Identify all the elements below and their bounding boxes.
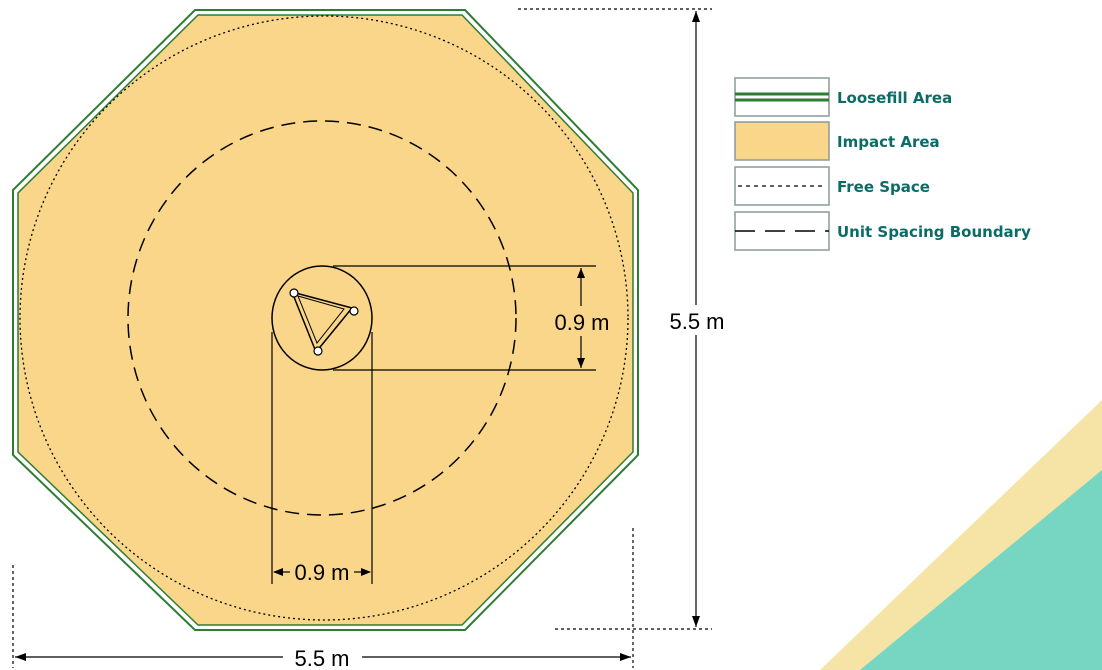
overall-width-arrowhead-right: [620, 653, 631, 661]
overall-height-arrowhead-top: [692, 11, 700, 22]
unit-height-arrowhead-top: [577, 268, 585, 278]
unit-width-arrowhead-left: [273, 568, 283, 576]
legend-label-impact: Impact Area: [837, 133, 940, 151]
legend-label-loosefill: Loosefill Area: [837, 89, 952, 107]
equipment-footprint: [271, 265, 373, 371]
unit-width-dimension: 0.9 m: [271, 332, 373, 585]
legend-swatch-loosefill: [734, 77, 830, 117]
overall-width-arrowhead-left: [15, 653, 26, 661]
unit-height-dimension: 0.9 m: [333, 265, 624, 371]
unit-height-arrowhead-bottom: [577, 358, 585, 368]
equipment-frame-inner: [297, 295, 345, 344]
legend-item-free-space: Free Space: [734, 166, 930, 206]
legend-item-loosefill: Loosefill Area: [734, 77, 952, 117]
legend-item-impact: Impact Area: [734, 121, 940, 161]
free-space-boundary: [19, 15, 629, 621]
legend-label-spacing: Unit Spacing Boundary: [837, 223, 1031, 241]
equipment-post-3: [313, 346, 323, 356]
overall-height-label-bg: [660, 305, 738, 335]
unit-height-label-bg: [540, 306, 624, 336]
overall-width-dimension: 5.5 m: [12, 528, 634, 670]
legend-swatch-impact: [734, 121, 830, 161]
overall-height-dimension: 5.5 m: [518, 8, 738, 630]
corner-accent-teal: [860, 470, 1102, 670]
unit-width-label: 0.9 m: [294, 560, 349, 585]
unit-width-arrowhead-right: [361, 568, 371, 576]
unit-height-label: 0.9 m: [554, 310, 609, 335]
equipment-post-1: [289, 288, 299, 298]
overall-height-arrowhead-bottom: [692, 616, 700, 627]
overall-width-label: 5.5 m: [294, 646, 349, 670]
unit-spacing-boundary: [127, 120, 517, 516]
play-equipment-unit: [271, 265, 373, 371]
impact-area: [17, 14, 634, 626]
overall-height-label: 5.5 m: [669, 309, 724, 334]
loosefill-area-outer: [12, 9, 639, 631]
legend: Loosefill Area Impact Area Free Space Un…: [734, 77, 1031, 251]
equipment-frame-icon: [291, 291, 353, 353]
legend-label-free-space: Free Space: [837, 178, 930, 196]
equipment-post-2: [349, 306, 359, 316]
legend-item-spacing: Unit Spacing Boundary: [734, 211, 1031, 251]
